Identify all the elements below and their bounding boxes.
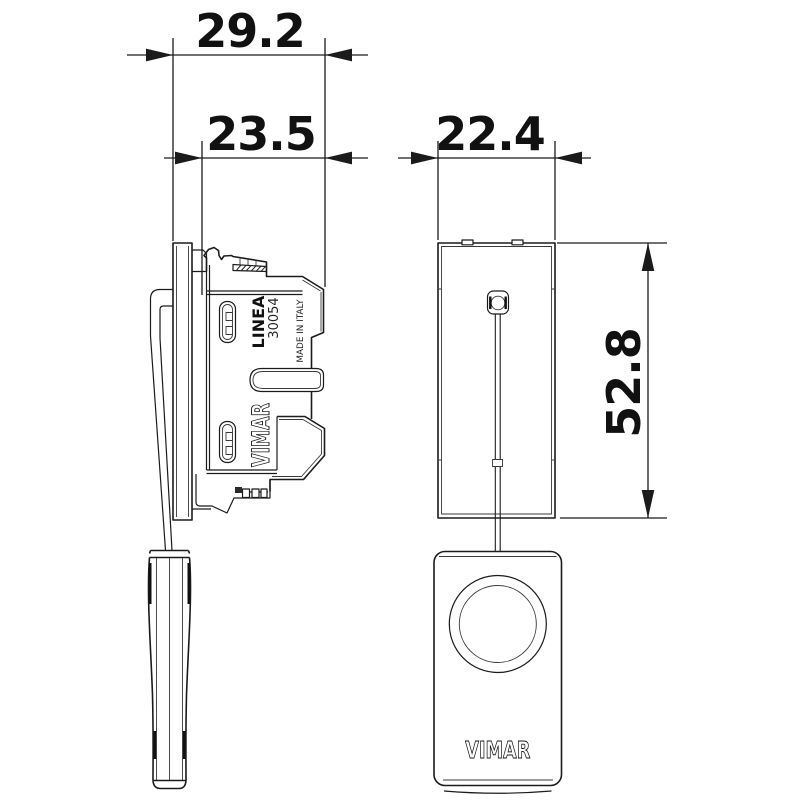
front-width-value: 22.4 [435, 107, 545, 161]
mounting-slot-upper [218, 300, 237, 344]
dimension-overall-depth: 29.2 [127, 4, 368, 287]
cord-channel-outline [249, 367, 325, 393]
left-inner-wall [205, 265, 211, 470]
mounting-slot-lower [218, 420, 237, 464]
top-tab-left [461, 239, 474, 246]
arrowhead-right-icon [555, 151, 582, 165]
side-view: LINEA 30054 MADE IN ITALY VIMAR [147, 242, 326, 790]
cover-plate-inner-lines [176, 246, 189, 517]
overall-depth-value: 29.2 [195, 4, 305, 58]
arrowhead-up-icon [641, 243, 655, 271]
push-button-outer-circle [448, 574, 547, 674]
body-front-outline [437, 242, 556, 519]
cord-arm-inner [159, 305, 173, 551]
linea-series-label: LINEA [249, 295, 268, 348]
knob-outline [486, 290, 510, 315]
pendant-top-cap [148, 549, 191, 559]
slot-notch-1 [225, 432, 233, 441]
bottom-inner-wall [206, 469, 277, 475]
pendant-front-inner-lines [439, 556, 557, 781]
slot-outer [218, 420, 237, 464]
cord-channel-inner [252, 371, 321, 389]
product-code-label: 30054 [267, 297, 282, 338]
mechanism-depth-value: 23.5 [206, 107, 316, 161]
pull-cord-pendant-side [147, 549, 192, 790]
cord-lines [494, 314, 501, 551]
body-front-inner [441, 246, 552, 515]
slot-notch-2 [225, 326, 233, 335]
front-height-value: 52.8 [597, 328, 651, 438]
hatch-lines [235, 264, 266, 272]
terminal-detail-bottom [192, 474, 271, 514]
pendant-right-edge [185, 557, 192, 781]
cord-knob [486, 290, 510, 315]
dimension-mechanism-depth: 23.5 [164, 107, 368, 295]
pendant-shading-marks [148, 563, 191, 759]
terminal-screw-2 [251, 488, 260, 499]
terminal-outline [195, 474, 271, 514]
terminal-block-right [269, 391, 326, 492]
terminal-screw-1 [241, 488, 251, 499]
mounting-tab [192, 249, 208, 273]
made-in-italy-label: MADE IN ITALY [296, 299, 306, 363]
block-inner [272, 419, 322, 477]
slot-notch-1 [225, 312, 233, 321]
dimension-front-height: 52.8 [557, 242, 667, 519]
clip-tick-lines [239, 257, 257, 266]
cover-plate [172, 242, 208, 521]
slot-inner [222, 304, 233, 340]
push-button-inner-circle [458, 585, 537, 663]
block-outline [269, 391, 326, 492]
arrowhead-right-icon [325, 48, 352, 62]
clip-hatch-band [232, 257, 268, 273]
pull-cord-front [492, 314, 503, 551]
vimar-logo-pendant: VIMAR [465, 738, 530, 764]
mechanism-body: LINEA 30054 MADE IN ITALY VIMAR [192, 246, 326, 514]
cover-plate-outline [172, 242, 193, 521]
arrowhead-left-icon [146, 48, 173, 62]
pendant-face-lines [156, 558, 183, 780]
slot-outer [218, 300, 237, 344]
arrowhead-left-icon [411, 151, 438, 165]
pendant-left-edge [147, 557, 154, 781]
dimension-front-width: 22.4 [398, 107, 591, 240]
cord-arm-outer [149, 288, 173, 551]
cord-channel [249, 367, 325, 393]
arrowhead-left-icon [175, 151, 202, 165]
pendant-bottom-cap [152, 779, 187, 790]
terminal-screw-3 [260, 488, 268, 499]
hatch-band-outline [232, 263, 268, 273]
switch-body-front [437, 239, 556, 551]
top-inner-wall [206, 290, 303, 296]
pendant-front-outline [433, 550, 563, 787]
pull-cord-side [149, 288, 173, 551]
body-top-profile [203, 246, 325, 369]
terminal-contact-dark [235, 487, 242, 493]
cord-joint [492, 459, 503, 467]
top-tab-right [511, 239, 524, 246]
edge-tick-marks [438, 288, 555, 461]
knob-side-shading [489, 296, 507, 309]
slot-inner [222, 424, 233, 460]
pull-cord-pendant-front: VIMAR [433, 550, 563, 794]
vimar-brand-label-side: VIMAR [247, 403, 275, 467]
arrowhead-down-icon [641, 490, 655, 518]
slot-notch-2 [225, 446, 233, 455]
right-edge-inner-lines [302, 279, 322, 332]
arrowhead-right-icon [325, 151, 352, 165]
front-view: VIMAR [433, 239, 563, 794]
pendant-bottom-shadow [443, 790, 552, 794]
